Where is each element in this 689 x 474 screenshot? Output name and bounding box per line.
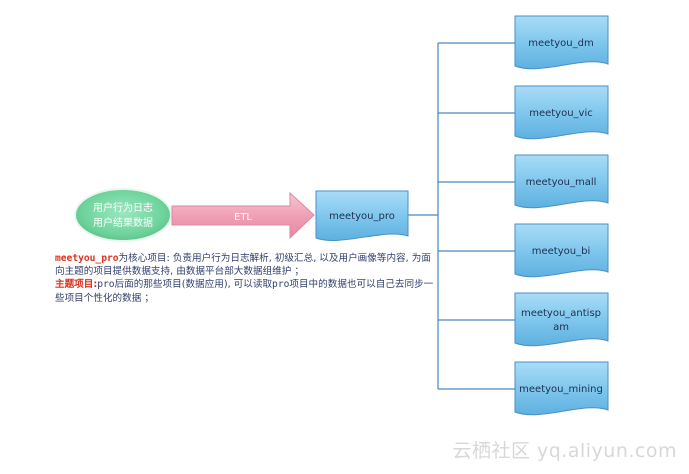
source-label-line2: 用户结果数据: [93, 216, 153, 229]
desc-core-code: meetyou_pro: [55, 253, 119, 264]
topic-project-node-antispam: meetyou_antisp am: [514, 292, 609, 347]
description-text: meetyou_pro为核心项目: 负责用户行为日志解析, 初级汇总, 以及用户…: [55, 252, 440, 305]
source-data-node: 用户行为日志 用户结果数据: [74, 188, 172, 242]
topic-project-node-dm: meetyou_dm: [514, 15, 609, 70]
desc-topic-code: pro: [97, 279, 115, 291]
topic-label-mall: meetyou_mall: [526, 177, 597, 188]
desc-topic-code2: pro: [272, 279, 290, 291]
desc-topic-label: 主题项目:: [55, 279, 98, 291]
topic-label-antispam: meetyou_antisp: [521, 308, 601, 319]
topic-label-antispam-line2: am: [553, 322, 569, 333]
desc-topic-text-a: 后面的那些项目(数据应用), 可以读取: [114, 279, 273, 291]
topic-project-node-mall: meetyou_mall: [514, 154, 609, 209]
topic-label-dm: meetyou_dm: [528, 38, 593, 49]
etl-arrow: ETL: [171, 191, 315, 240]
etl-label: ETL: [234, 212, 252, 223]
desc-topic-text-b: 项目中的数据也可以自己去同步一些项目个性化的数据 ；: [55, 279, 434, 304]
topic-label-mining: meetyou_mining: [519, 384, 603, 395]
core-project-node: meetyou_pro: [315, 190, 409, 241]
desc-core-text: 为核心项目: 负责用户行为日志解析, 初级汇总, 以及用户画像等内容, 为面向主…: [55, 253, 431, 278]
topic-project-node-vic: meetyou_vic: [514, 85, 609, 140]
topic-label-bi: meetyou_bi: [532, 246, 590, 257]
core-project-label: meetyou_pro: [329, 211, 395, 222]
source-label-line1: 用户行为日志: [93, 201, 153, 214]
topic-label-vic: meetyou_vic: [529, 108, 593, 119]
topic-project-node-mining: meetyou_mining: [514, 361, 609, 416]
watermark: 云栖社区 yq.aliyun.com: [452, 440, 677, 462]
topic-project-node-bi: meetyou_bi: [514, 223, 609, 278]
connector-lines: [408, 42, 515, 390]
